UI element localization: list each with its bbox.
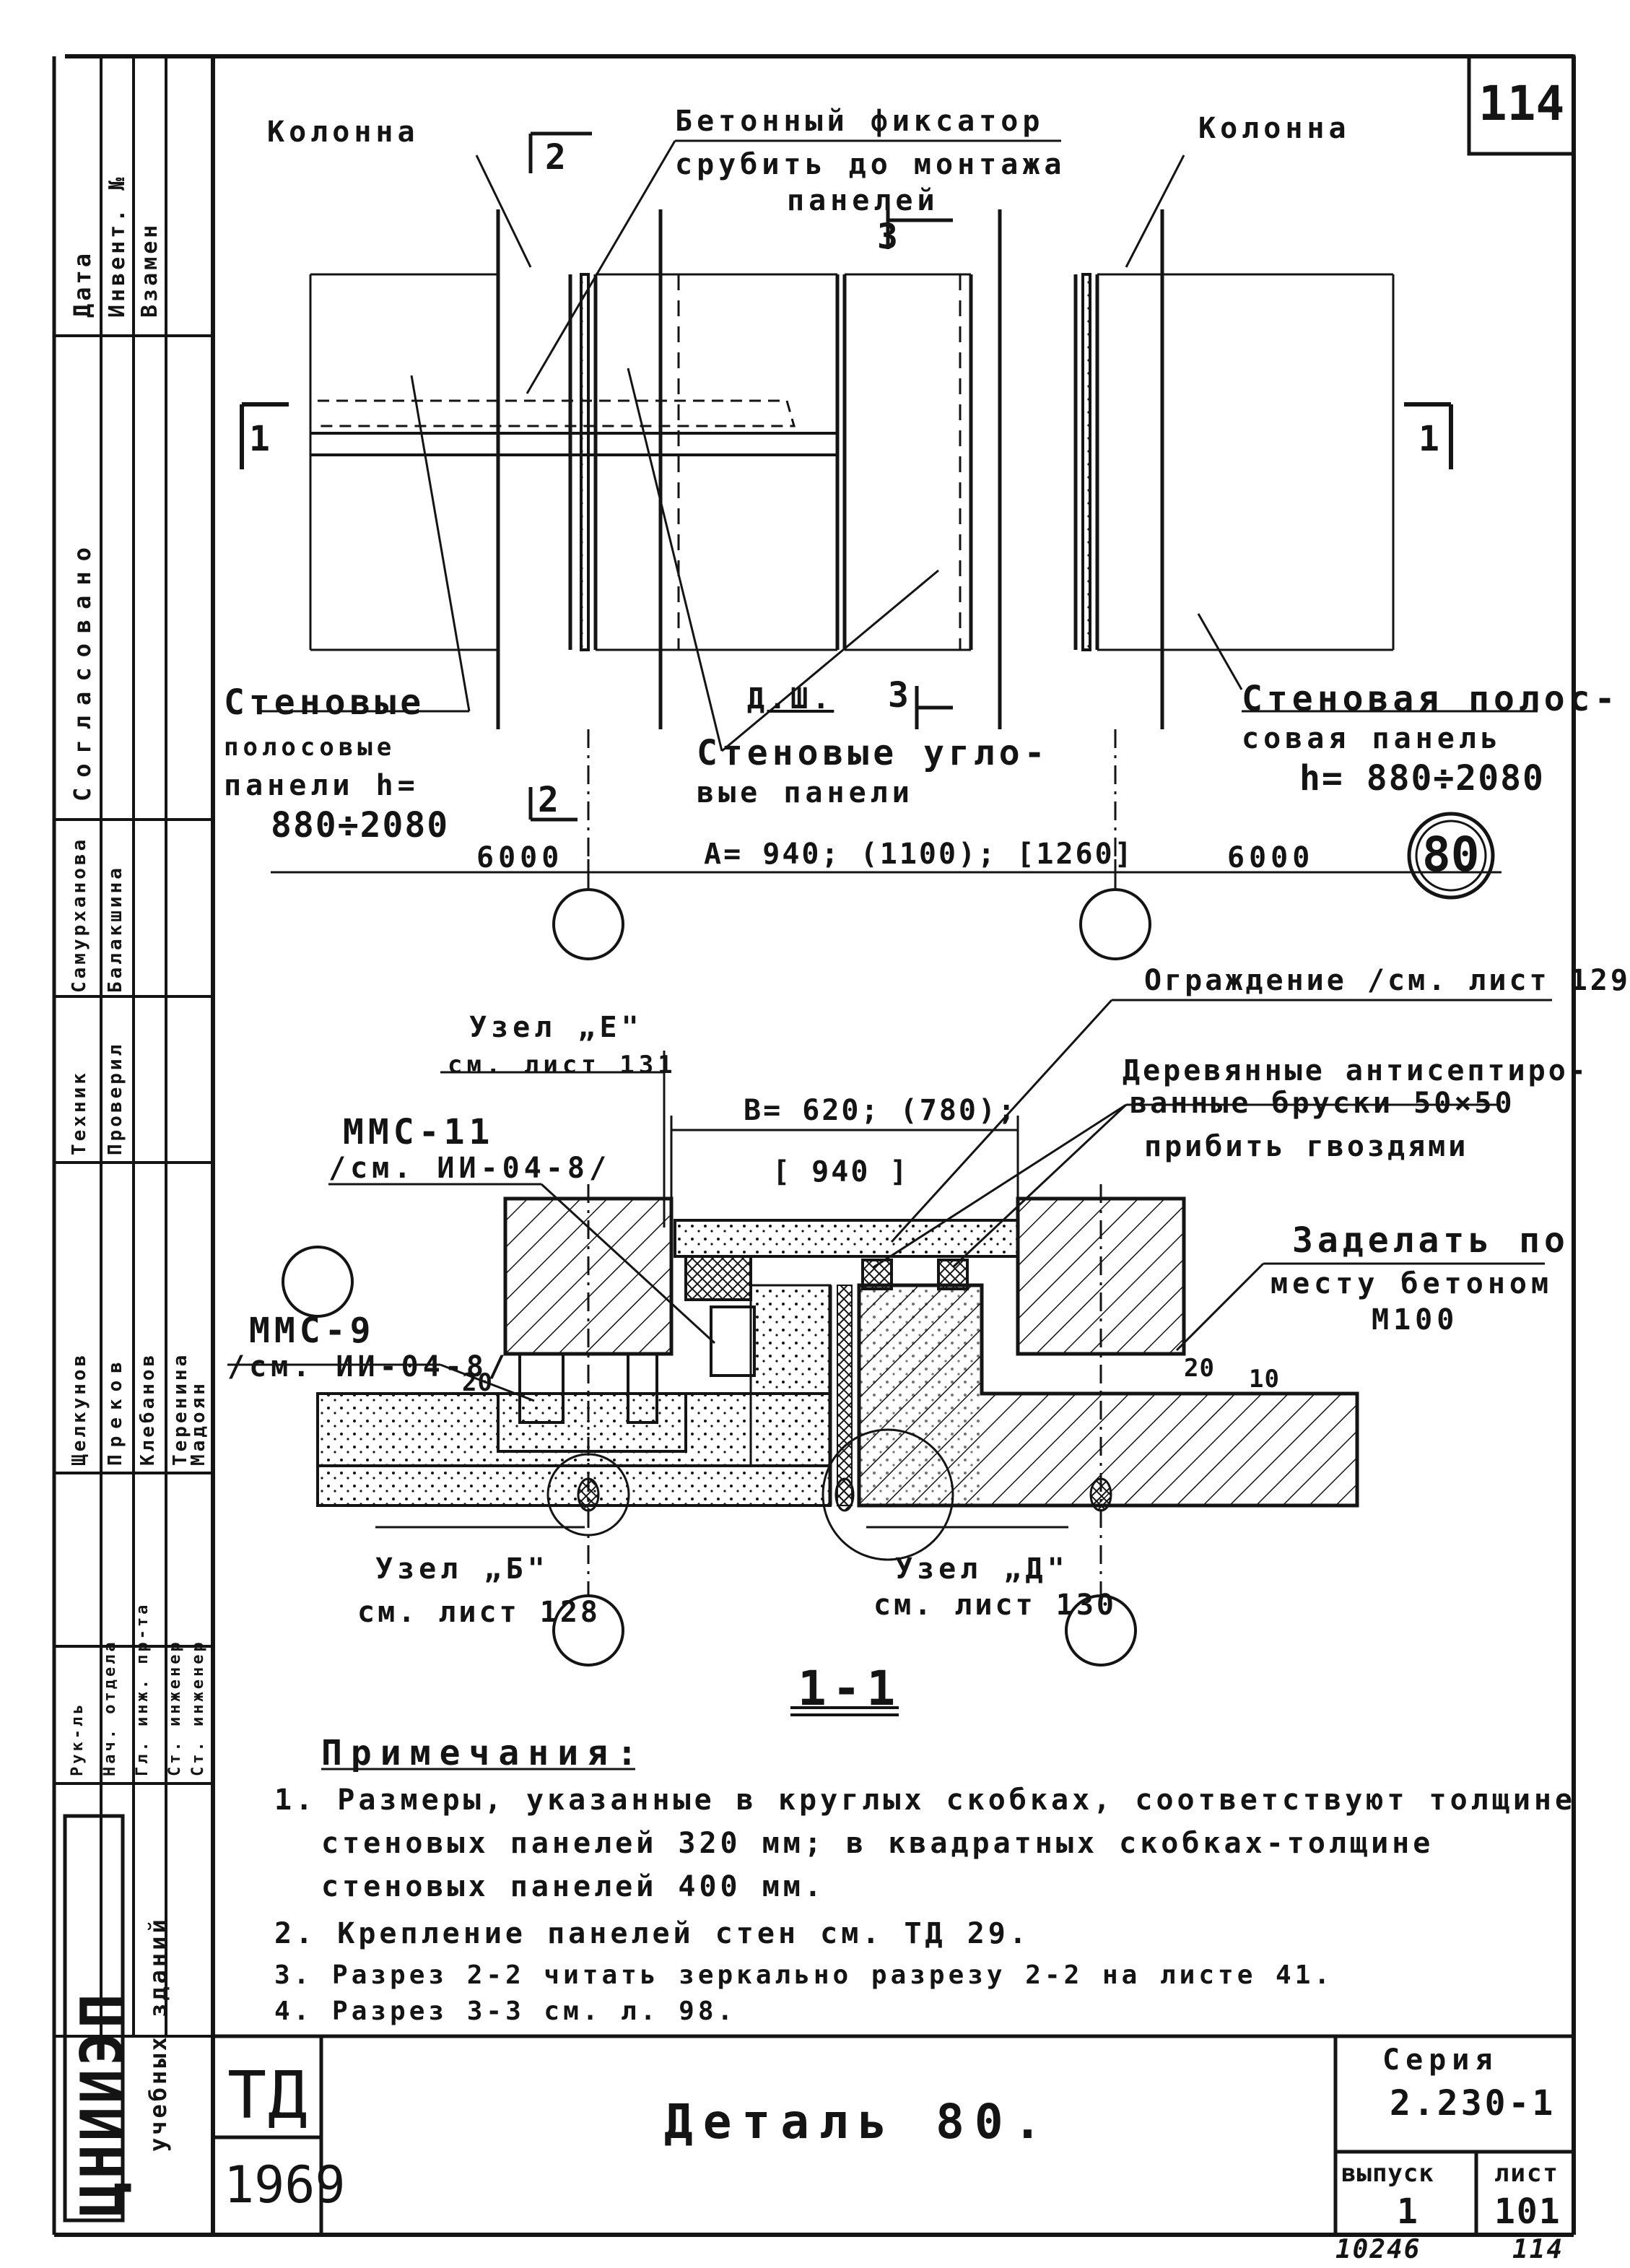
label-fixator-2: срубить до монтажа: [675, 148, 1066, 181]
label-b-dim-1: B= 620; (780);: [744, 1094, 1018, 1127]
strip-panels-2: полосовые: [224, 733, 396, 762]
stamp-soglasovano: Согласовано: [69, 537, 96, 801]
org-name: ЦНИИЭП: [69, 1991, 136, 2217]
doc-type: ТД: [227, 2058, 309, 2134]
dim-20-right: 20: [1184, 1354, 1215, 1383]
strip-panels-1: Стеновые: [224, 682, 426, 723]
label-fixator-3: панелей: [787, 184, 939, 217]
stamp-st-inzh-1: Ст. инженер: [166, 1639, 184, 1776]
dim-mid: A= 940; (1100); [1260]: [704, 838, 1134, 871]
org-subtitle: учебных зданий: [144, 1916, 172, 2152]
stamp-vzamen: Взамен: [137, 222, 162, 318]
label-node-b-2: см. лист 128: [357, 1596, 601, 1629]
stamp-shchelkunov: Щелкунов: [69, 1352, 90, 1466]
stamp-date: Дата: [69, 250, 96, 318]
org-logo-frame: [63, 1814, 125, 2223]
side-stamp-grid: [54, 56, 213, 2038]
strip-panel-r3: h= 880÷2080: [1299, 758, 1545, 799]
stamp-proveril: Проверил: [105, 1041, 126, 1155]
stamp-technik: Техник: [69, 1070, 90, 1155]
label-node-e-2: см. лист 131: [448, 1051, 677, 1079]
sheet-frame: [52, 54, 1576, 2237]
corner-panels-1: Стеновые угло-: [697, 733, 1050, 773]
stamp-nach-otd: Нач. отдела: [101, 1639, 119, 1776]
label-b-dim-2: [ 940 ]: [772, 1155, 910, 1189]
label-fence: Ограждение /см. лист 129/: [1144, 964, 1630, 997]
label-wood-2: ванные бруски 50×50: [1130, 1087, 1515, 1120]
section-mark-3-bottom: 3: [888, 675, 913, 716]
issue-value: 1: [1397, 2191, 1422, 2232]
label-ds: Д.Ш.: [747, 682, 834, 716]
stamp-st-inzh-2: Ст. инженер: [189, 1639, 207, 1776]
strip-panel-r1: Стеновая полос-: [1242, 679, 1620, 719]
sheet-label: лист: [1494, 2159, 1559, 2188]
stamp-ruk: Рук-ль: [69, 1701, 87, 1776]
label-column-left: Колонна: [267, 116, 419, 149]
note-1-line-3: стеновых панелей 400 мм.: [321, 1870, 825, 1903]
series-label: Серия: [1382, 2043, 1499, 2077]
label-node-d-2: см. лист 130: [873, 1589, 1117, 1622]
detail-number-circle-text: 80: [1422, 827, 1480, 882]
notes-heading: Примечания:: [321, 1733, 646, 1773]
section-mark-1-left: 1: [249, 419, 274, 459]
strip-panels-4: 880÷2080: [271, 805, 450, 846]
strip-panels-3: панели h=: [224, 769, 419, 802]
dim-left: 6000: [476, 841, 564, 874]
label-node-d-1: Узел „Д": [895, 1552, 1069, 1586]
label-mmc9-1: ММС-9: [249, 1311, 375, 1351]
label-mmc11-1: ММС-11: [343, 1112, 494, 1152]
note-3: 3. Разрез 2-2 читать зеркально разрезу 2…: [274, 1960, 1334, 1990]
drawing-title: Деталь 80.: [664, 2094, 1052, 2150]
section-title: 1-1: [798, 1661, 902, 1716]
stamp-madoyan: Мадоян: [188, 1381, 209, 1466]
year: 1969: [224, 2155, 346, 2215]
dim-10: 10: [1249, 1365, 1280, 1394]
label-mmc11-2: /см. ИИ-04-8/: [328, 1152, 611, 1185]
bottom-number-left: 10246: [1335, 2235, 1421, 2264]
label-node-b-1: Узел „Б": [375, 1552, 549, 1586]
label-node-e-1: Узел „Е": [469, 1011, 643, 1044]
bottom-number-right: 114: [1512, 2235, 1564, 2264]
stamp-prekov: Преков: [105, 1355, 126, 1466]
corner-panels-2: вые панели: [697, 776, 914, 809]
label-concrete-3: М100: [1372, 1303, 1459, 1337]
section-mark-2-bottom: 2: [538, 780, 563, 820]
plan-view: [240, 131, 1538, 960]
section-1-1: [227, 999, 1552, 1716]
note-1-line-2: стеновых панелей 320 мм; в квадратных ск…: [321, 1827, 1434, 1860]
issue-label: выпуск: [1341, 2159, 1434, 2188]
label-fixator-1: Бетонный фиксатор: [675, 105, 1045, 138]
strip-panel-r2: совая панель: [1242, 722, 1502, 755]
stamp-gl-inzh: Гл. инж. пр-та: [134, 1602, 152, 1776]
dim-20-left: 20: [462, 1368, 493, 1397]
label-wood-3: прибить гвоздями: [1144, 1130, 1469, 1163]
label-wood-1: Деревянные антисептиро-: [1123, 1054, 1589, 1087]
label-column-right: Колонна: [1198, 112, 1351, 145]
stamp-balakshina: Балакшина: [105, 865, 126, 993]
dim-right: 6000: [1227, 841, 1315, 874]
section-mark-2-top: 2: [545, 137, 570, 178]
note-4: 4. Разрез 3-3 см. л. 98.: [274, 1997, 737, 2026]
section-mark-3-top: 3: [877, 217, 902, 257]
stamp-invent: Инвент. №: [105, 174, 130, 318]
note-1-line-1: 1. Размеры, указанные в круглых скобках,…: [274, 1783, 1577, 1817]
series-value: 2.230-1: [1390, 2083, 1556, 2124]
section-mark-1-right: 1: [1418, 419, 1444, 459]
sheet-number-top: 114: [1478, 76, 1565, 131]
label-concrete-2: месту бетоном: [1271, 1267, 1553, 1300]
label-mmc9-2: /см. ИИ-04-8/: [227, 1350, 510, 1383]
note-2: 2. Крепление панелей стен см. ТД 29.: [274, 1917, 1030, 1950]
sheet-value: 101: [1494, 2191, 1561, 2232]
label-concrete-1: Заделать по: [1292, 1220, 1569, 1261]
title-block: [213, 2034, 1574, 2235]
stamp-samurkanova: Самурханова: [69, 836, 90, 993]
stamp-klebanov: Клебанов: [137, 1352, 159, 1466]
